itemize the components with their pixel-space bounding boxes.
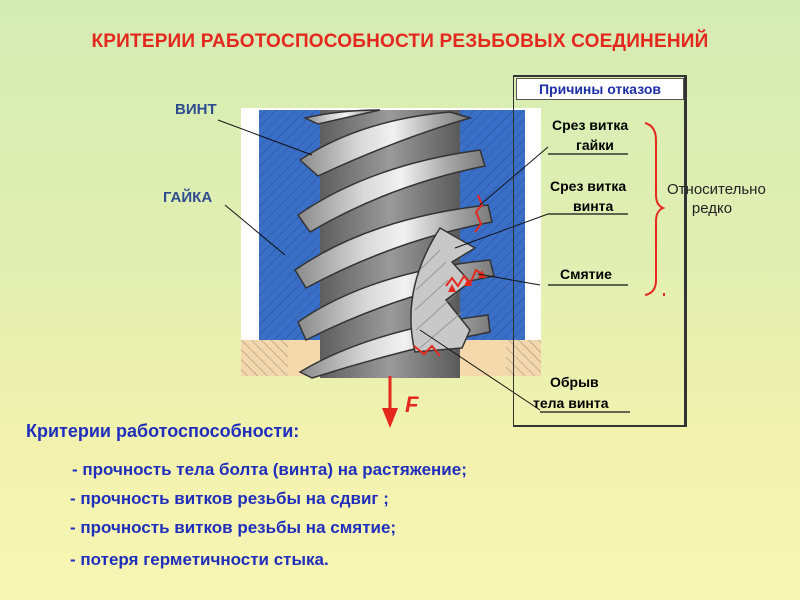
label-nut-thread-shear-2: гайки (576, 137, 614, 153)
cut-section (410, 226, 477, 353)
criteria-item: - прочность витков резьбы на сдвиг ; (70, 489, 389, 508)
label-crushing: Смятие (560, 266, 612, 282)
criteria-item: - прочность тела болта (винта) на растяж… (72, 460, 467, 479)
causes-panel (513, 75, 687, 427)
relatively-rare-line1: Относительно (667, 181, 766, 198)
label-break-1: Обрыв (550, 374, 599, 390)
slide-title: КРИТЕРИИ РАБОТОСПОСОБНОСТИ РЕЗЬБОВЫХ СОЕ… (91, 31, 709, 52)
cut-section-hatch (414, 249, 463, 349)
label-break-2: тела винта (533, 395, 609, 411)
force-arrow (382, 376, 398, 428)
causes-header: Причины отказов (516, 78, 684, 100)
leader-lines (217, 119, 549, 411)
failure-marks (413, 194, 485, 357)
label-underlines (540, 153, 630, 413)
force-label: F (405, 392, 419, 417)
label-screw-thread-shear-2: винта (573, 198, 614, 214)
criteria-heading: Критерии работоспособности: (26, 421, 300, 441)
criteria-item: - потеря герметичности стыка. (70, 550, 329, 569)
label-nut: ГАЙКА (163, 189, 213, 206)
rare-bracket (644, 122, 666, 296)
label-screw-thread-shear-1: Срез витка (550, 178, 627, 194)
crush-arrows (448, 270, 486, 292)
label-screw: ВИНТ (175, 101, 217, 118)
criteria-item: - прочность витков резьбы на смятие; (70, 518, 397, 537)
relatively-rare-line2: редко (691, 200, 733, 217)
label-nut-thread-shear-1: Срез витка (552, 117, 629, 133)
relatively-rare-note: Относительно редко (667, 180, 766, 218)
